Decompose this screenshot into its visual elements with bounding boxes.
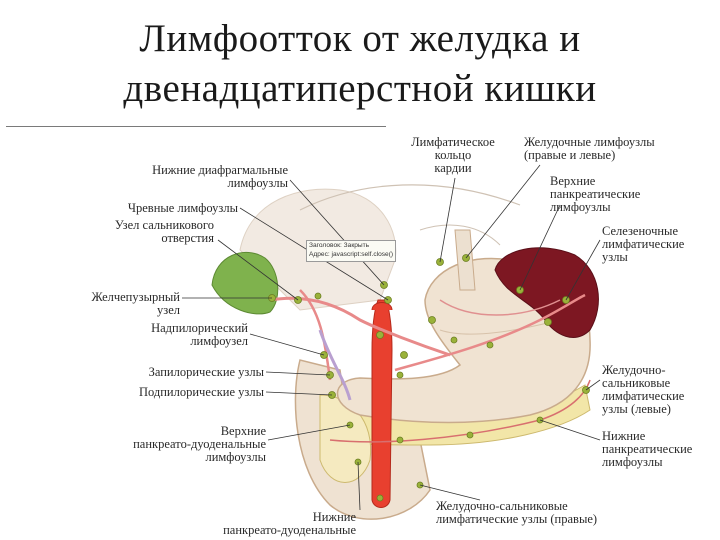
lymph-node: [376, 331, 384, 339]
label-lymph-ring-cardia: Лимфатическое кольцо кардии: [411, 135, 495, 175]
label-retropyloric: Запилорические узлы: [148, 365, 264, 379]
vessel-gastric: [299, 289, 332, 381]
gallbladder-shape: [211, 251, 279, 315]
lymph-node: [486, 341, 494, 349]
lymph-nodes: [268, 254, 590, 502]
lymph-node: [450, 336, 458, 344]
lymph-node: [396, 436, 404, 444]
label-upper-pancreatoduodenal: Верхние панкреато-дуоденальные лимфоузлы: [133, 424, 266, 464]
vessel-lesser-curve: [439, 299, 561, 316]
label-omental-foramen: Узел сальникового отверстия: [114, 218, 214, 245]
label-gastric-nodes: Желудочные лимфоузлы (правые и левые): [524, 135, 655, 162]
label-gastroomental-right: Желудочно-сальниковые лимфатические узлы…: [436, 499, 598, 526]
label-upper-pancreatic: Верхние панкреатические лимфоузлы: [550, 174, 641, 214]
label-splenic: Селезеночные лимфатические узлы: [602, 224, 685, 264]
vessel-portal: [318, 329, 352, 401]
vessel-splenic: [394, 293, 586, 372]
diaphragm-line: [299, 184, 521, 211]
lymph-node: [376, 494, 384, 502]
aorta-top: [371, 302, 393, 311]
lymph-node: [400, 351, 408, 359]
title-line-1: Лимфоотток от желудка и: [139, 17, 581, 60]
label-subpyloric: Подпилорические узлы: [138, 385, 264, 399]
close-link-tooltip: Заголовок: Закрыть Адрес: javascript:sel…: [306, 240, 396, 262]
label-suprapyloric: Надпилорический лимфоузел: [151, 321, 248, 348]
lymph-node: [396, 371, 404, 379]
lymph-node: [466, 431, 474, 439]
diaphragm-line-2: [419, 224, 501, 246]
label-gastroomental-left: Желудочно- сальниковые лимфатические узл…: [602, 363, 685, 416]
lymph-node: [428, 316, 436, 324]
lymph-node: [544, 318, 552, 326]
title-line-2: двенадцатиперстной кишки: [123, 67, 597, 110]
label-lower-diaphragmatic: Нижние диафрагмальные лимфоузлы: [152, 163, 288, 190]
vessel-gastroomental: [329, 379, 591, 443]
label-celiac: Чревные лимфоузлы: [127, 201, 238, 215]
label-gallbladder-node: Желчепузырный узел: [91, 290, 181, 317]
label-lower-pancreatic: Нижние панкреатические лимфоузлы: [602, 429, 693, 469]
spleen-shape: [494, 247, 599, 338]
label-lower-pancreatoduodenal: Нижние панкреато-дуоденальные: [223, 510, 356, 537]
leader-lines: [182, 164, 601, 511]
lymph-node: [314, 292, 322, 300]
slide-title: Лимфоотток от желудка и двенадцатиперстн…: [0, 14, 720, 114]
title-underline: [6, 126, 386, 127]
